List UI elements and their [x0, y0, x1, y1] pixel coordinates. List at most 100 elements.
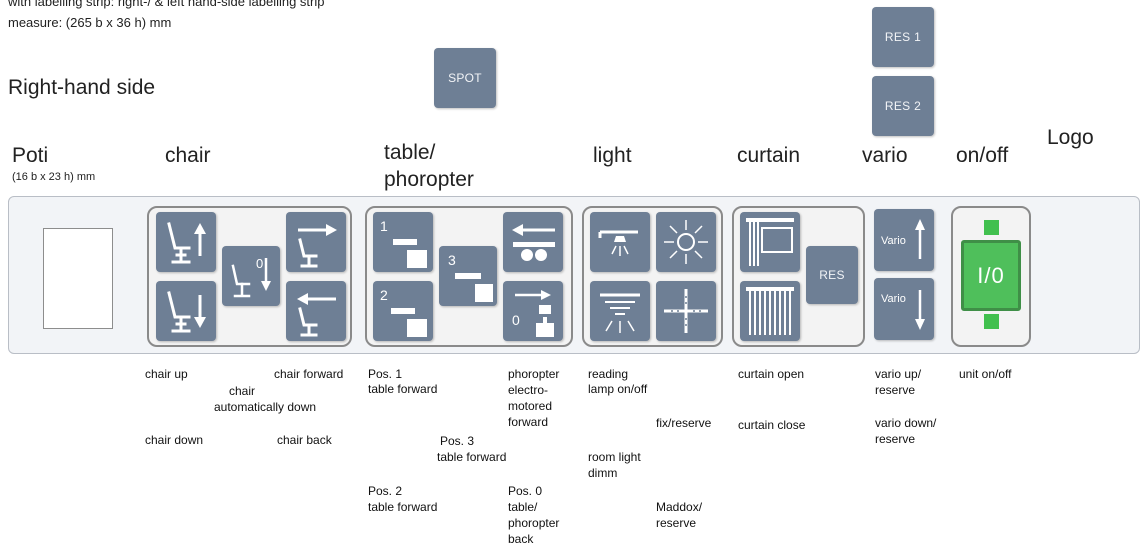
- caption-vario-down-2: reserve: [875, 432, 916, 446]
- curtain-close-icon: [746, 287, 794, 335]
- unit-onoff-button[interactable]: I/0: [961, 240, 1021, 311]
- vario-down-button[interactable]: Vario: [874, 278, 934, 340]
- caption-vario-down-1: vario down/: [875, 416, 937, 430]
- chair-down-button[interactable]: [156, 281, 216, 341]
- measure-note: measure: (265 b x 36 h) mm: [8, 15, 172, 30]
- table-pos1-icon: 1: [380, 218, 427, 268]
- caption-room-2: dimm: [588, 466, 618, 480]
- caption-room-1: room light: [588, 450, 641, 464]
- phoropter-forward-button[interactable]: [503, 212, 563, 272]
- table-pos0-icon: 0: [512, 290, 554, 337]
- reading-lamp-icon: [598, 230, 638, 256]
- pos2-number: 2: [380, 287, 388, 303]
- chair-auto-down-icon: 0: [231, 256, 271, 298]
- table-pos0-button[interactable]: 0: [503, 281, 563, 341]
- caption-phoropter-1: phoropter: [508, 367, 560, 381]
- caption-curtain-open: curtain open: [738, 367, 805, 381]
- vario-up-button[interactable]: Vario: [874, 209, 934, 271]
- caption-phoropter-4: forward: [508, 415, 549, 429]
- caption-maddox-2: reserve: [656, 516, 697, 530]
- vario-up-icon: Vario: [881, 219, 925, 259]
- caption-reading-2: lamp on/off: [588, 382, 648, 396]
- chair-up-button[interactable]: [156, 212, 216, 272]
- chair-up-icon: [167, 222, 206, 264]
- room-light-icon: [600, 293, 640, 333]
- chair-back-icon: [297, 293, 336, 337]
- poti-title: Poti: [12, 144, 49, 167]
- chair-down-icon: [167, 291, 206, 333]
- caption-chair-auto-2: automatically down: [214, 400, 317, 414]
- status-led-top: [984, 220, 999, 235]
- chair-back-button[interactable]: [286, 281, 346, 341]
- vario-down-label: Vario: [881, 293, 906, 305]
- table-title-line1: table/: [384, 141, 436, 164]
- curtain-title: curtain: [737, 144, 801, 167]
- table-pos2-icon: 2: [380, 287, 427, 337]
- res2-label: RES 2: [884, 99, 922, 113]
- caption-pos1-1: Pos. 1: [368, 367, 403, 381]
- status-led-bottom: [984, 314, 999, 329]
- caption-chair-up: chair up: [145, 367, 188, 381]
- res1-button[interactable]: RES 1: [872, 7, 934, 67]
- pos1-number: 1: [380, 218, 388, 234]
- pos0-number: 0: [512, 312, 520, 328]
- vario-up-label: Vario: [881, 235, 906, 247]
- fix-reserve-button[interactable]: [656, 212, 716, 272]
- caption-pos3-1: Pos. 3: [440, 434, 475, 448]
- table-title-line2: phoropter: [384, 168, 474, 191]
- res2-button[interactable]: RES 2: [872, 76, 934, 136]
- caption-chair-back: chair back: [277, 433, 332, 447]
- light-title: light: [593, 144, 632, 167]
- phoropter-forward-icon: [512, 224, 555, 261]
- chair-title: chair: [165, 144, 211, 167]
- caption-curtain-close: curtain close: [738, 418, 806, 432]
- vario-title: vario: [862, 144, 908, 167]
- poti-dimensions: (16 b x 23 h) mm: [12, 171, 96, 183]
- labelling-strip-note: with labelling strip: right-/ & left han…: [8, 0, 325, 9]
- caption-pos2-2: table forward: [368, 500, 438, 514]
- unit-onoff-label: I/0: [977, 262, 1005, 288]
- table-pos1-button[interactable]: 1: [373, 212, 433, 272]
- res1-label: RES 1: [884, 30, 922, 44]
- caption-pos1-2: table forward: [368, 382, 438, 396]
- maddox-reserve-button[interactable]: [656, 281, 716, 341]
- table-pos3-button[interactable]: 3: [439, 246, 497, 306]
- curtain-open-button[interactable]: [740, 212, 800, 272]
- caption-pos0-4: back: [508, 532, 534, 546]
- curtain-res-button[interactable]: RES: [806, 246, 858, 304]
- caption-vario-up-1: vario up/: [875, 367, 922, 381]
- side-heading: Right-hand side: [8, 76, 156, 99]
- caption-unit-onoff: unit on/off: [959, 367, 1012, 381]
- caption-reading-1: reading: [588, 367, 629, 381]
- caption-chair-forward: chair forward: [274, 367, 344, 381]
- reading-lamp-button[interactable]: [590, 212, 650, 272]
- caption-phoropter-2: electro-: [508, 383, 549, 397]
- table-pos2-button[interactable]: 2: [373, 281, 433, 341]
- caption-pos3-2: table forward: [437, 450, 507, 464]
- poti-window[interactable]: [43, 228, 113, 329]
- curtain-open-icon: [746, 218, 794, 266]
- caption-chair-down: chair down: [145, 433, 204, 447]
- caption-maddox-1: Maddox/: [656, 500, 703, 514]
- chair-auto-down-button[interactable]: 0: [222, 246, 280, 306]
- caption-fix-reserve: fix/reserve: [656, 416, 712, 430]
- chair-forward-button[interactable]: [286, 212, 346, 272]
- vario-down-icon: Vario: [881, 290, 925, 330]
- maddox-cross-icon: [664, 289, 708, 333]
- curtain-close-button[interactable]: [740, 281, 800, 341]
- onoff-title: on/off: [956, 144, 1009, 167]
- caption-pos0-2: table/: [508, 500, 538, 514]
- caption-pos0-3: phoropter: [508, 516, 560, 530]
- curtain-res-label: RES: [819, 268, 845, 282]
- caption-pos2-1: Pos. 2: [368, 484, 403, 498]
- logo-placeholder: Logo: [1047, 126, 1094, 149]
- caption-vario-up-2: reserve: [875, 383, 916, 397]
- chair-forward-icon: [298, 224, 337, 268]
- sun-icon: [664, 220, 708, 264]
- caption-pos0-1: Pos. 0: [508, 484, 543, 498]
- table-pos3-icon: 3: [448, 252, 493, 302]
- pos3-number: 3: [448, 252, 456, 268]
- spot-button[interactable]: SPOT: [434, 48, 496, 108]
- caption-chair-auto-1: chair: [229, 384, 256, 398]
- room-light-dimm-button[interactable]: [590, 281, 650, 341]
